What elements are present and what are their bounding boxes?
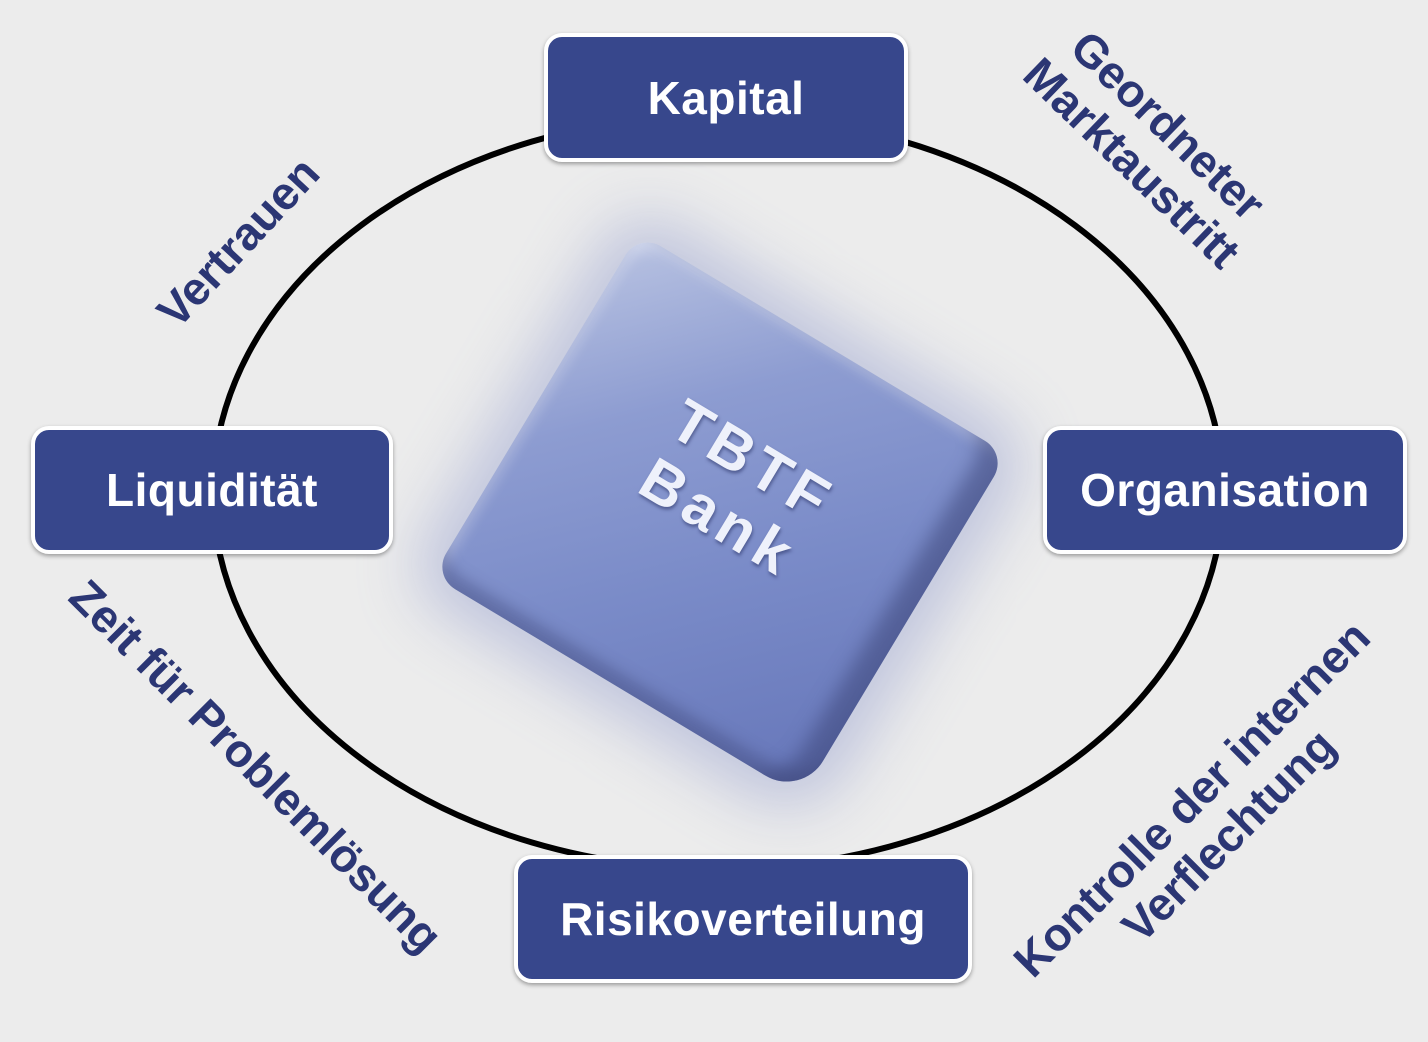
node-liquiditaet: Liquidität bbox=[31, 426, 393, 554]
node-kapital: Kapital bbox=[544, 33, 908, 162]
node-risikoverteilung: Risikoverteilung bbox=[514, 855, 972, 983]
node-organisation: Organisation bbox=[1043, 426, 1407, 554]
